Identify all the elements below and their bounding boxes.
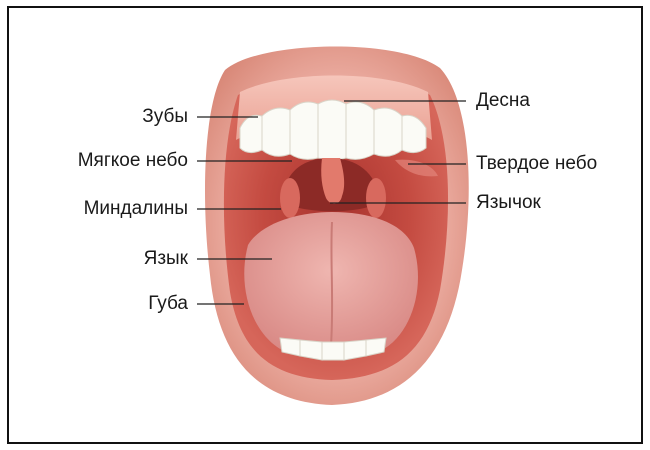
right-tonsil	[366, 178, 386, 218]
tongue-groove	[331, 222, 332, 345]
label-tonsils: Миндалины	[30, 198, 188, 220]
label-hard-palate: Твердое небо	[476, 153, 597, 175]
left-tonsil	[280, 178, 300, 218]
label-teeth: Зубы	[100, 106, 188, 128]
label-lip: Губа	[100, 293, 188, 315]
label-gum: Десна	[476, 90, 530, 112]
label-uvula: Язычок	[476, 192, 541, 214]
label-soft-palate: Мягкое небо	[20, 150, 188, 172]
label-tongue: Язык	[100, 248, 188, 270]
